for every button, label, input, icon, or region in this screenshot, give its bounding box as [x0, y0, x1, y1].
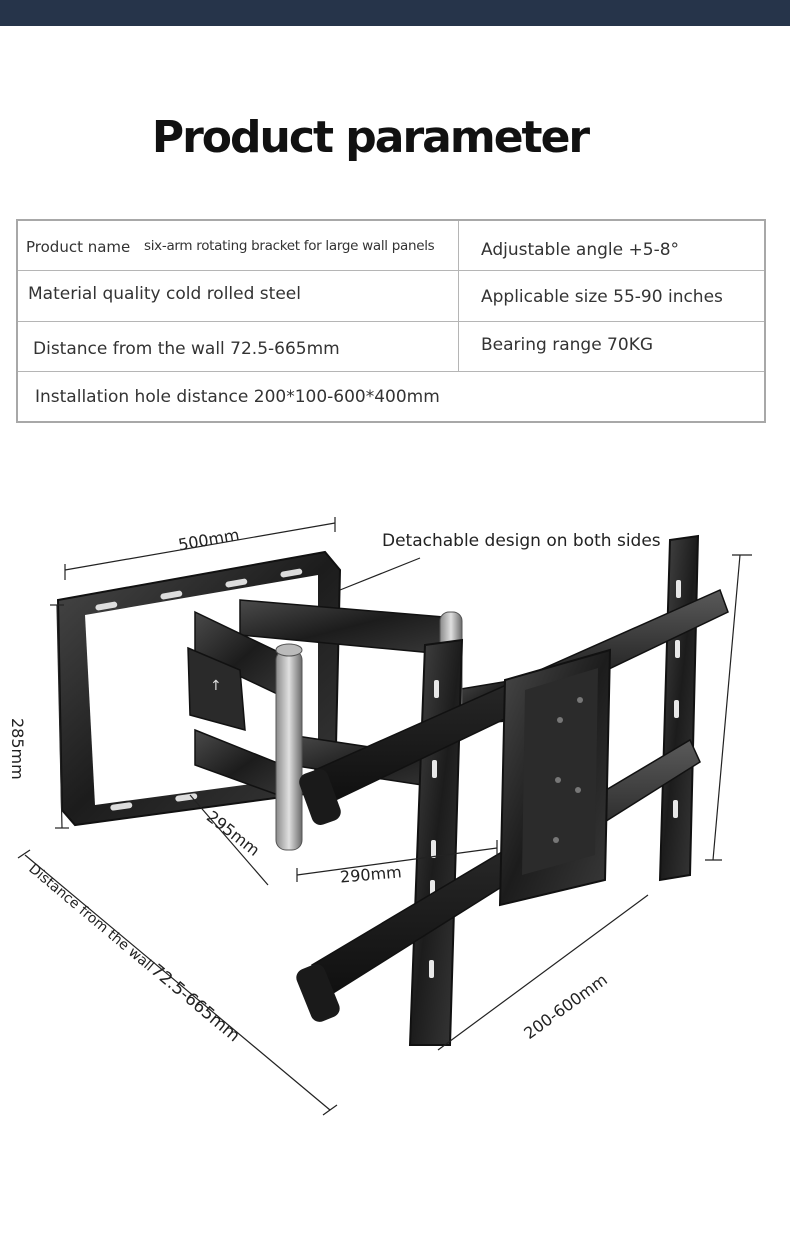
dimension-lines: [17, 517, 752, 1116]
applicable-size-text: Applicable size 55-90 inches: [481, 287, 723, 307]
spec-cell-adjustable-angle: Adjustable angle +5-8°: [459, 221, 764, 270]
product-name-label: Product name: [26, 238, 131, 256]
spec-cell-bearing-range: Bearing range 70KG: [459, 322, 764, 371]
top-header-bar: [0, 0, 790, 26]
adjustable-angle-text: Adjustable angle +5-8°: [481, 240, 680, 260]
spec-row: Distance from the wall 72.5-665mm Bearin…: [18, 322, 764, 372]
spec-table: Product name six-arm rotating bracket fo…: [16, 219, 766, 423]
dim-500-label: 500mm: [177, 525, 241, 554]
spec-cell-product-name: Product name six-arm rotating bracket fo…: [18, 221, 459, 270]
bearing-range-text: Bearing range 70KG: [481, 335, 654, 355]
spec-cell-material: Material quality cold rolled steel: [18, 271, 459, 321]
spec-cell-distance-wall: Distance from the wall 72.5-665mm: [18, 322, 459, 371]
dim-200-600-label: 200-600mm: [520, 970, 610, 1043]
dim-290-label: 290mm: [339, 862, 402, 886]
page-title: Product parameter: [151, 112, 590, 163]
material-text: Material quality cold rolled steel: [28, 284, 301, 304]
dim-100-400-label: 100-400mm: [786, 691, 790, 789]
wall-distance-value: 72.5-665mm: [147, 961, 244, 1047]
svg-text:↑: ↑: [210, 678, 222, 694]
spec-cell-hole-distance: Installation hole distance 200*100-600*4…: [18, 372, 764, 421]
spec-row: Product name six-arm rotating bracket fo…: [18, 221, 764, 271]
spec-row: Installation hole distance 200*100-600*4…: [18, 372, 764, 421]
spec-row: Material quality cold rolled steel Appli…: [18, 271, 764, 322]
hole-distance-text: Installation hole distance 200*100-600*4…: [35, 387, 440, 407]
spec-cell-applicable-size: Applicable size 55-90 inches: [459, 271, 764, 321]
dim-295-label: 295mm: [203, 807, 263, 860]
distance-wall-text: Distance from the wall 72.5-665mm: [33, 339, 340, 359]
dim-285-label: 285mm: [8, 718, 27, 780]
product-name-value: six-arm rotating bracket for large wall …: [144, 238, 435, 254]
tilt-plate: [498, 648, 612, 907]
product-diagram: ↑: [8, 517, 790, 1116]
wall-distance-label: Distance from the wall: [25, 861, 156, 975]
callout-detachable: Detachable design on both sides: [382, 531, 661, 551]
